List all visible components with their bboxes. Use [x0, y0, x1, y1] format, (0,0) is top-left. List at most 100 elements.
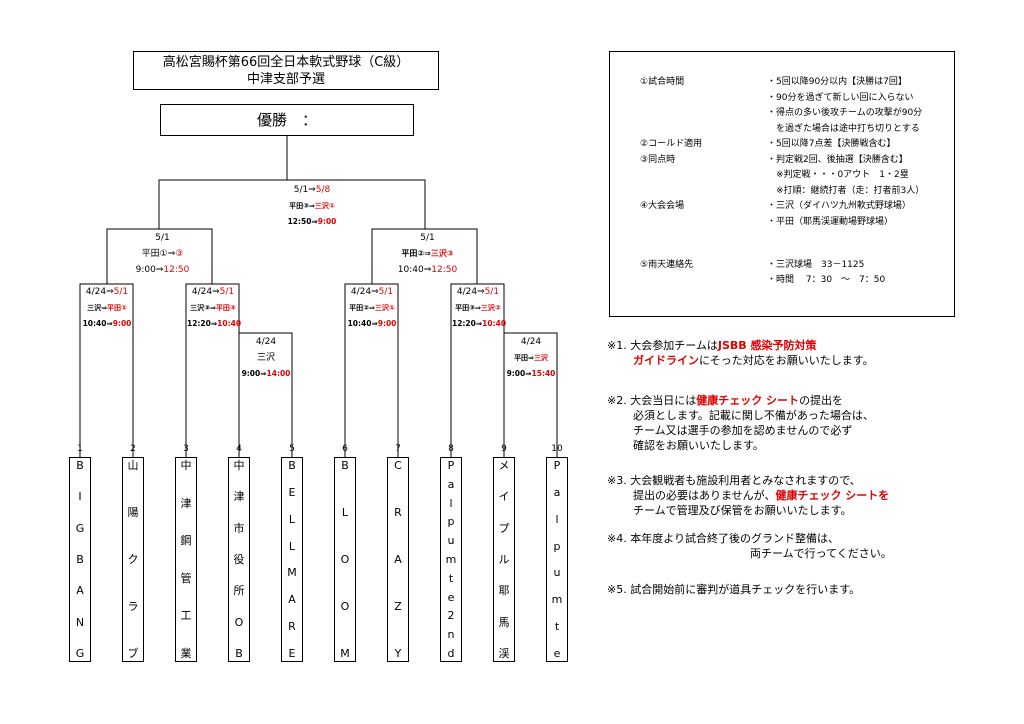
- note-3-mark: ※3.: [607, 474, 627, 487]
- team-name-char: m: [551, 593, 563, 607]
- rule-text: ・得点の多い後攻チームの攻撃が90分: [767, 108, 923, 118]
- team-name-char: m: [445, 552, 457, 566]
- team-name-char: 中: [180, 459, 192, 472]
- qf4-time-new: 10:40: [482, 319, 507, 328]
- team-name-char: 馬: [498, 615, 510, 629]
- note-1-pre: 大会参加チームは: [630, 339, 718, 352]
- team-name-char: u: [447, 534, 455, 548]
- team-name-char: イ: [498, 490, 510, 504]
- final-match-label: 5/1⇒5/8 平田③⇒三沢① 12:50⇒9:00: [262, 182, 362, 230]
- team-name-char: R: [394, 506, 402, 519]
- qf4-pair-old: 平田③⇒: [455, 304, 481, 312]
- qf3-date-old: 4/24⇒: [350, 287, 379, 297]
- qf1-date-new: 5/1: [113, 287, 129, 297]
- team-name-char: L: [341, 506, 349, 519]
- final-time-new: 9:00: [317, 217, 337, 226]
- team-name-box: 中津鋼管工業: [175, 457, 197, 662]
- note-1-post: にそった対応をお願いいたします。: [699, 354, 874, 367]
- semi-right-pair-old: 平田②⇒: [401, 249, 431, 258]
- team-name-char: P: [553, 459, 561, 472]
- rules-table: ①試合時間・5回以降90分以内【決勝は7回】・90分を過ぎて新しい回に入らない・…: [609, 51, 955, 317]
- qf-label-1: 4/24⇒5/1 三沢⇒平田① 10:40⇒9:00: [81, 284, 133, 332]
- team-name-char: L: [288, 539, 296, 553]
- qf4-pair-new: 三沢②: [480, 304, 501, 312]
- semi-left-label: 5/1 平田①⇒③ 9:00⇒12:50: [115, 230, 210, 278]
- team-name-char: 津: [180, 496, 192, 510]
- team-name-char: M: [287, 566, 297, 580]
- qf3-time-new: 9:00: [377, 319, 397, 328]
- team-name-char: B: [76, 459, 84, 472]
- team-name-char: ク: [127, 553, 139, 566]
- team-name-box: メイプル耶馬渓: [493, 457, 515, 662]
- team-name-char: L: [288, 512, 296, 526]
- team-name-char: p: [553, 539, 561, 553]
- team-name-char: ラ: [127, 600, 139, 613]
- qf3-date-new: 5/1: [378, 287, 394, 297]
- team-name-char: t: [448, 571, 454, 585]
- team-name-char: e: [447, 590, 455, 604]
- winner-label: 優勝 ：: [256, 111, 317, 129]
- note-2-line3: チーム又は選手の参加を認めませんので必ず: [633, 424, 853, 437]
- r1-right-time-new: 15:40: [531, 369, 556, 378]
- team-name-char: 陽: [127, 506, 139, 519]
- team-name-char: u: [553, 566, 561, 580]
- qf1-date-old: 4/24⇒: [85, 287, 114, 297]
- note-5: ※5. 試合開始前に審判が道具チェックを行います。: [607, 582, 860, 597]
- note-1-red1: JSBB 感染予防対策: [717, 339, 817, 352]
- team-name-char: B: [76, 552, 84, 566]
- team-name-char: 市: [233, 521, 245, 535]
- semi-right-label: 5/1 平田②⇒三沢③ 10:40⇒12:50: [380, 230, 475, 278]
- note-4-mark: ※4.: [607, 532, 627, 545]
- team-name-char: Y: [394, 647, 402, 660]
- note-2-red: 健康チェック シート: [696, 394, 800, 407]
- team-name-char: G: [75, 521, 85, 535]
- note-2-line4: 確認をお願いいたします。: [633, 439, 764, 452]
- team-name-char: A: [288, 593, 296, 607]
- team-name-char: 山: [127, 459, 139, 472]
- note-2-pre: 大会当日には: [630, 394, 697, 407]
- team-name-char: A: [394, 553, 402, 566]
- tournament-title-box: 高松宮賜杯第66回全日本軟式野球（C級） 中津支部予選: [133, 51, 439, 90]
- final-date-new: 5/8: [315, 185, 331, 195]
- note-3-red: 健康チェック シートを: [775, 489, 890, 502]
- qf-label-2: 4/24⇒5/1 三沢③⇒平田③ 12:20⇒10:40: [187, 284, 241, 332]
- tournament-subtitle: 中津支部予選: [246, 72, 325, 87]
- qf2-pair-new: 平田③: [215, 304, 236, 312]
- qf3-pair-old: 平田②⇒: [349, 304, 375, 312]
- qf1-pair-old: 三沢⇒: [87, 304, 107, 312]
- team-name-char: R: [288, 620, 296, 634]
- team-name-char: I: [78, 490, 82, 504]
- qf2-date-new: 5/1: [219, 287, 235, 297]
- qf1-time-old: 10:40⇒: [82, 319, 113, 328]
- team-number: 1: [77, 444, 83, 454]
- semi-right-date: 5/1: [420, 233, 435, 243]
- semi-left-time-new: 12:50: [163, 265, 190, 275]
- team-number: 7: [395, 444, 401, 454]
- r1-right-pair-new: 三沢: [533, 354, 548, 362]
- rule-text: ※打順：継続打者（走：打者前3人）: [767, 185, 925, 196]
- team-name-box: 山陽クラブ: [122, 457, 144, 662]
- r1-left-date: 4/24: [255, 337, 277, 347]
- qf3-time-old: 10:40⇒: [347, 319, 378, 328]
- final-date-old: 5/1⇒: [293, 185, 316, 195]
- team-name-char: O: [234, 615, 244, 629]
- rule-text: を過ぎた場合は途中打ち切りとする: [767, 123, 920, 134]
- team-name-char: A: [76, 584, 84, 598]
- semi-left-date: 5/1: [155, 233, 170, 243]
- team-name-char: 鋼: [180, 534, 192, 548]
- team-name-char: M: [340, 647, 350, 660]
- r1-right-pair-old: 平田⇒: [514, 354, 534, 362]
- team-name-char: B: [288, 459, 296, 472]
- note-4: ※4. 本年度より試合終了後のグランド整備は、 両チームで行ってください。: [607, 531, 892, 561]
- note-5-line1: 試合開始前に審判が道具チェックを行います。: [630, 583, 861, 596]
- qf2-time-old: 12:20⇒: [187, 319, 218, 328]
- semi-right-time-new: 12:50: [431, 265, 458, 275]
- team-name-char: 中: [233, 459, 245, 472]
- r1-right-label: 4/24 平田⇒三沢 9:00⇒15:40: [505, 334, 557, 382]
- team-name-char: 耶: [498, 584, 510, 598]
